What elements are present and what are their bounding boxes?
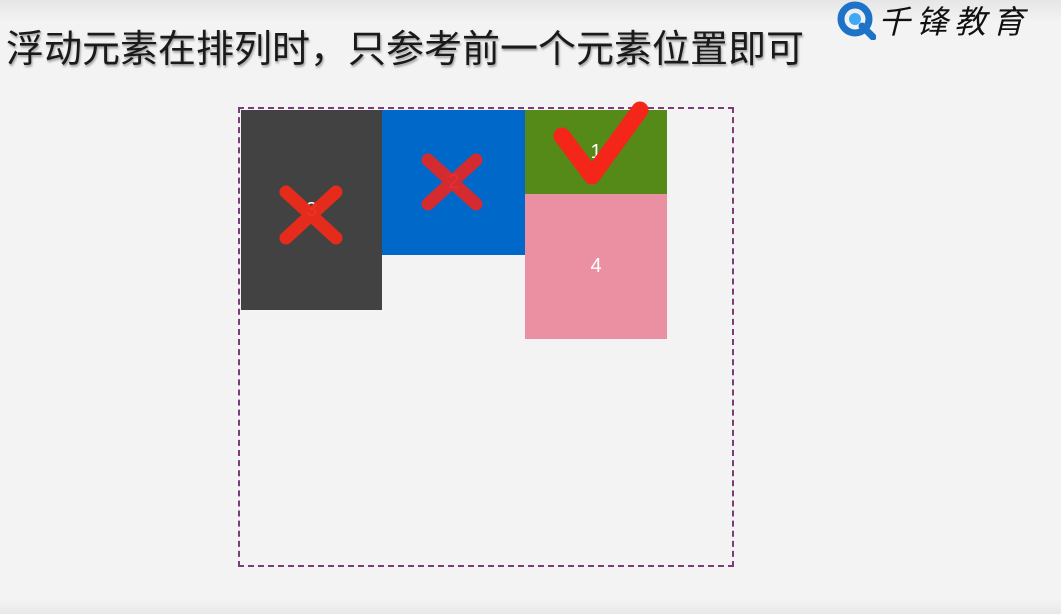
float-container: [238, 107, 734, 567]
cross-icon: [279, 185, 343, 245]
logo-text: 千锋教育: [878, 3, 1031, 41]
brand-logo: 千锋教育: [836, 0, 1031, 41]
bottom-shade: [0, 600, 1061, 614]
float-box-4: 4: [525, 194, 667, 339]
qianfeng-logo-icon: [837, 1, 876, 40]
slide-title: 浮动元素在排列时，只参考前一个元素位置即可: [6, 27, 805, 71]
checkmark-icon: [553, 101, 649, 185]
top-shade: [0, 0, 1061, 22]
cross-icon: [421, 153, 483, 211]
box-4-label: 4: [590, 255, 602, 277]
box-1-label: 1: [590, 140, 602, 163]
